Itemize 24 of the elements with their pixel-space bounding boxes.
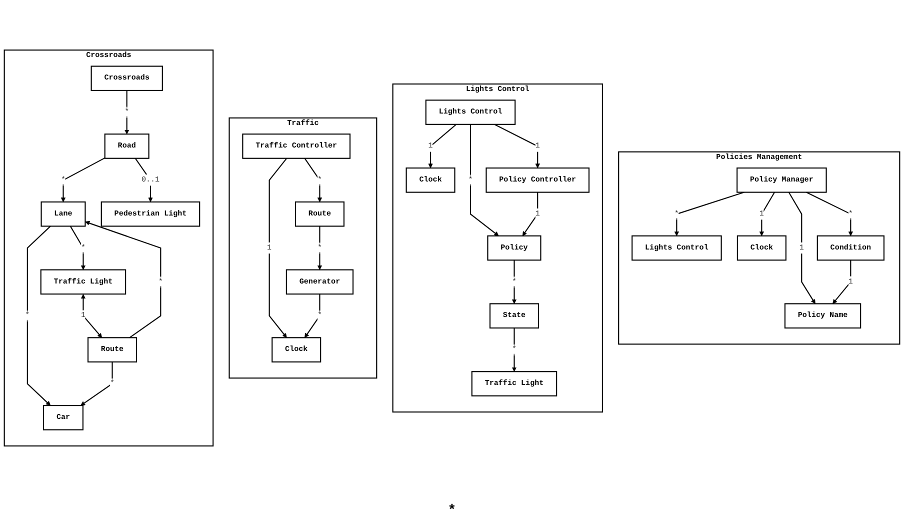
arrow — [124, 90, 130, 134]
arrow — [304, 294, 320, 338]
multiplicity-label: * — [448, 503, 456, 519]
arrow — [494, 124, 540, 168]
arrow — [759, 192, 775, 236]
arrow — [60, 157, 106, 202]
arrow — [470, 124, 499, 236]
arrow — [522, 192, 538, 236]
arrow — [428, 124, 457, 168]
arrow — [70, 226, 86, 270]
arrow — [317, 226, 322, 270]
arrow — [512, 260, 517, 304]
arrow — [80, 362, 113, 406]
arrow — [806, 192, 854, 236]
arrow — [268, 158, 288, 338]
arrow — [832, 260, 852, 304]
arrow — [512, 328, 517, 372]
arrow — [80, 294, 102, 338]
arrow — [85, 220, 162, 338]
arrow — [134, 158, 153, 202]
arrow — [674, 192, 744, 236]
arrow — [304, 158, 322, 202]
arrow — [788, 192, 816, 304]
arrow — [26, 226, 51, 406]
